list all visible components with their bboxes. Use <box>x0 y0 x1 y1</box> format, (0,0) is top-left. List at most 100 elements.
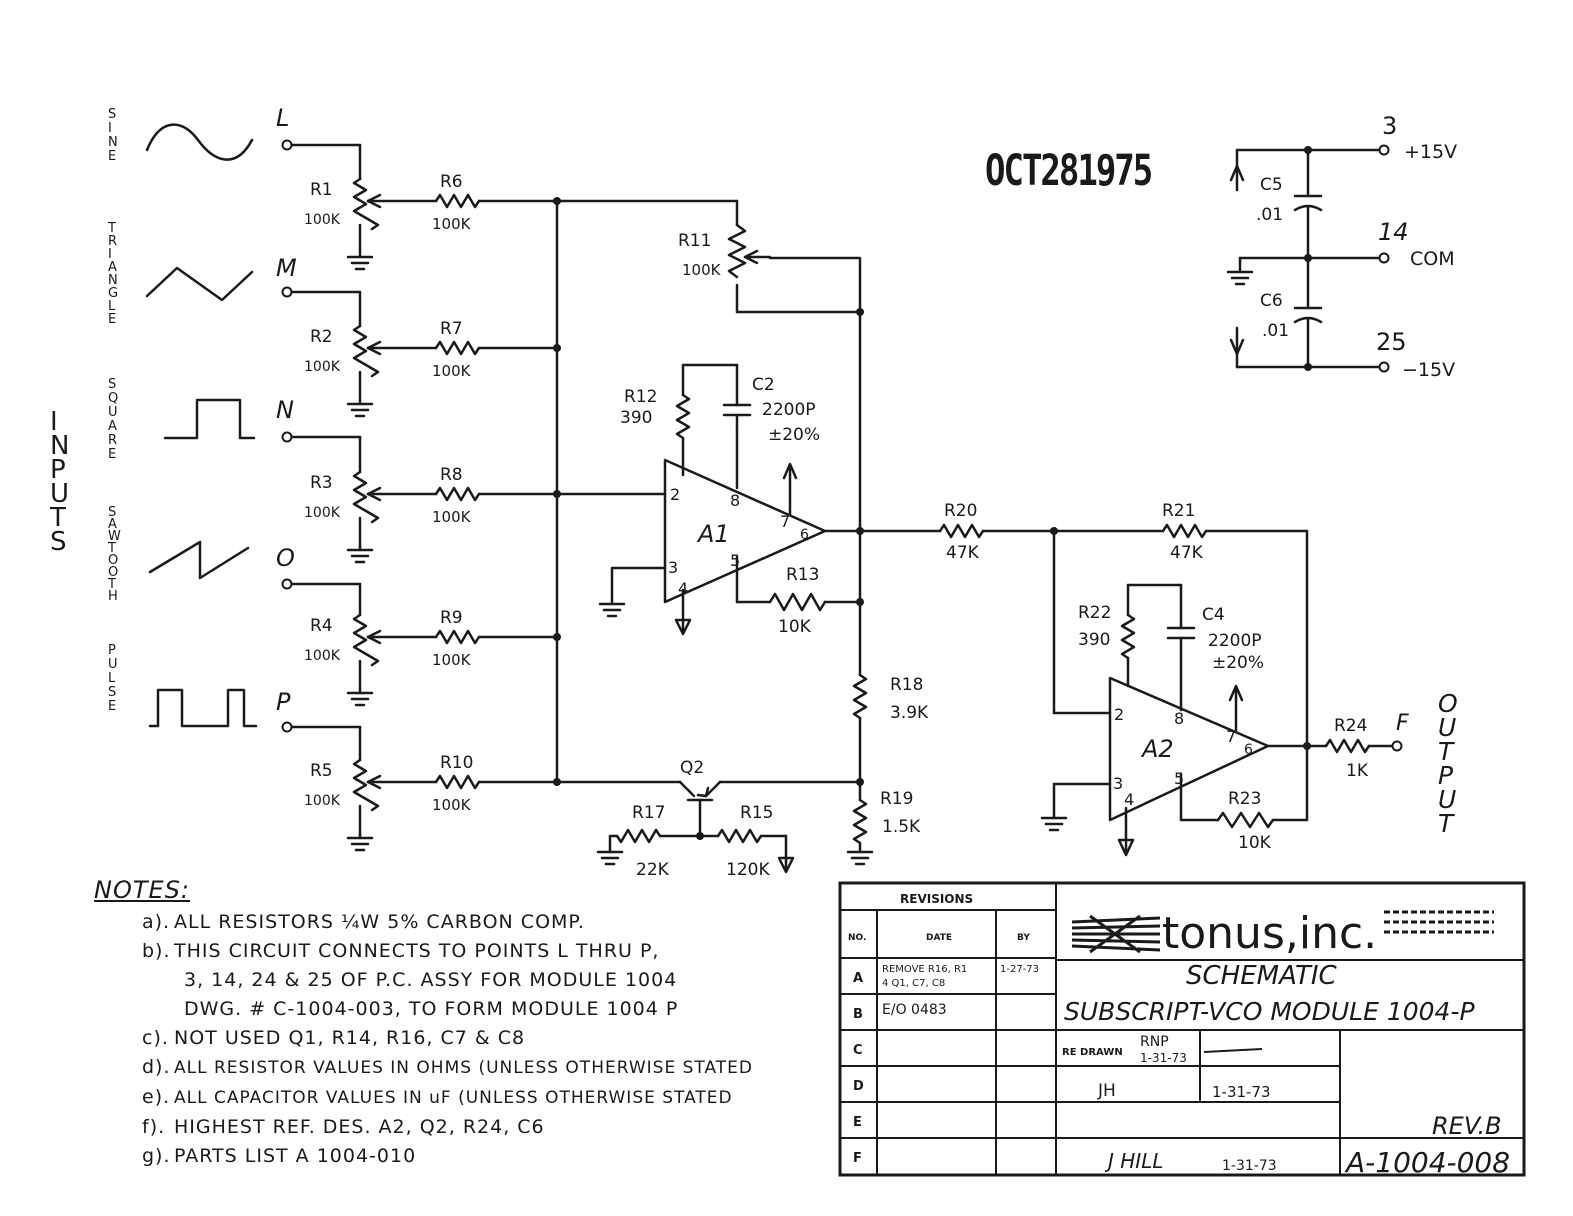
r15-ref: R15 <box>740 803 773 823</box>
sine-wave-icon <box>145 123 254 161</box>
waveform-name-letter: O <box>108 553 118 568</box>
waveform-name-letter: G <box>108 286 118 301</box>
inputs-label-letter: U <box>50 479 69 509</box>
a1-pin-2: 2 <box>670 485 680 504</box>
c2-value: 2200P <box>762 400 816 420</box>
waveform-name-letter: I <box>108 247 112 262</box>
waveform-name-letter: O <box>108 565 118 580</box>
drawn-by: RNP <box>1140 1034 1169 1050</box>
pot-value-r3: 100K <box>304 505 341 521</box>
pot-ref-r4: R4 <box>310 616 333 636</box>
sawtooth-wave-icon <box>148 540 250 580</box>
r13-value: 10K <box>778 617 812 637</box>
revision-no: F <box>853 1151 862 1166</box>
waveform-name-letter: I <box>108 121 112 136</box>
note-tag: f). <box>142 1116 166 1138</box>
note-item: f).HIGHEST REF. DES. A2, Q2, R24, C6 <box>94 1113 854 1142</box>
waveform-name-letter: H <box>108 589 118 604</box>
output-terminal-f: F <box>1396 711 1409 736</box>
waveform-name-letter: S <box>108 685 116 700</box>
date-stamp: OCT281975 <box>985 146 1153 196</box>
series-value-r7: 100K <box>432 362 472 380</box>
a2-pin-2: 2 <box>1114 705 1124 724</box>
waveform-name-letter: S <box>108 377 116 392</box>
terminal-o: O <box>276 544 295 572</box>
pin-3-label: +15V <box>1404 141 1457 163</box>
c2-tolerance: ±20% <box>768 425 820 445</box>
inputs-label-letter: P <box>50 455 66 485</box>
r22-ref: R22 <box>1078 603 1111 623</box>
waveform-name-letter: E <box>108 149 116 164</box>
triangle-wave-icon <box>145 266 254 302</box>
series-ref-r10: R10 <box>440 753 473 773</box>
square-wave-icon <box>163 398 256 440</box>
output-label-letter: P <box>1438 761 1454 790</box>
inputs-label-letter: T <box>49 503 66 533</box>
revision-description: REMOVE R16, R1 <box>882 964 967 975</box>
terminal-p: P <box>276 688 291 716</box>
series-ref-r9: R9 <box>440 608 463 628</box>
r19-ref: R19 <box>880 789 913 809</box>
waveform-name-letter: N <box>108 273 118 288</box>
r12-value: 390 <box>620 408 652 428</box>
waveform-name-letter: T <box>107 221 116 236</box>
r18-value: 3.9K <box>890 703 929 723</box>
note-item: a).ALL RESISTORS ¼W 5% CARBON COMP. <box>94 908 854 937</box>
note-text: THIS CIRCUIT CONNECTS TO POINTS L THRU P… <box>174 940 660 962</box>
waveform-name-letter: T <box>107 541 116 556</box>
waveform-name-letter: R <box>108 433 117 448</box>
note-text: ALL RESISTOR VALUES IN OHMS (UNLESS OTHE… <box>174 1058 753 1078</box>
revision-description: 4 Q1, C7, C8 <box>882 978 945 989</box>
a1-pin-8: 8 <box>730 491 740 510</box>
a1-pin-5: 5 <box>730 551 740 570</box>
note-tag: b). <box>142 940 171 962</box>
drawing-number: A-1004-008 <box>1344 1146 1510 1179</box>
waveform-name-letter: E <box>108 312 116 327</box>
r12-ref: R12 <box>624 387 657 407</box>
series-value-r10: 100K <box>432 796 472 814</box>
r23-ref: R23 <box>1228 789 1261 809</box>
revision-description: E/O 0483 <box>882 1002 947 1018</box>
inputs-label-letter: N <box>50 431 69 461</box>
a1-label: A1 <box>696 520 730 548</box>
r11-ref: R11 <box>678 231 711 251</box>
approved-by: J HILL <box>1104 1149 1163 1173</box>
note-tag: g). <box>142 1145 171 1167</box>
drawn-date: 1-31-73 <box>1140 1051 1187 1065</box>
note-text: ALL RESISTORS ¼W 5% CARBON COMP. <box>174 911 585 933</box>
a2-pin-4: 4 <box>1124 790 1134 809</box>
power-decoupling: C5 .01 C6 .01 3 +15V 14 COM 25 −15V <box>1226 112 1457 381</box>
revisions-col-date: DATE <box>926 933 952 943</box>
a2-pin-3: 3 <box>1113 774 1123 793</box>
note-text: PARTS LIST A 1004-010 <box>174 1145 417 1167</box>
r19-value: 1.5K <box>882 817 921 837</box>
note-item: e).ALL CAPACITOR VALUES IN uF (UNLESS OT… <box>94 1083 854 1113</box>
notes-list: a).ALL RESISTORS ¼W 5% CARBON COMP. b).TH… <box>94 908 854 1171</box>
input-wiring <box>553 197 739 786</box>
c5-ref: C5 <box>1260 175 1283 195</box>
pin-3-number: 3 <box>1382 112 1397 140</box>
redrawn-label: RE DRAWN <box>1062 1047 1123 1058</box>
waveform-name-letter: Q <box>108 391 118 406</box>
pin-25-number: 25 <box>1376 328 1407 356</box>
a2-pin-7: 7 <box>1226 727 1236 746</box>
pot-value-r4: 100K <box>304 648 341 664</box>
revision-by: 1-27-73 <box>1000 964 1039 975</box>
revision-no: C <box>853 1043 863 1058</box>
pin-25-label: −15V <box>1402 359 1455 381</box>
q2-ref: Q2 <box>680 758 704 778</box>
revisions-title: REVISIONS <box>900 892 973 906</box>
terminal-n: N <box>276 396 294 424</box>
revision-no: A <box>853 971 863 986</box>
waveform-name-letter: W <box>108 529 121 544</box>
output-label-letter: T <box>1438 809 1455 838</box>
note-text: DWG. # C-1004-003, TO FORM MODULE 1004 P <box>184 998 679 1020</box>
